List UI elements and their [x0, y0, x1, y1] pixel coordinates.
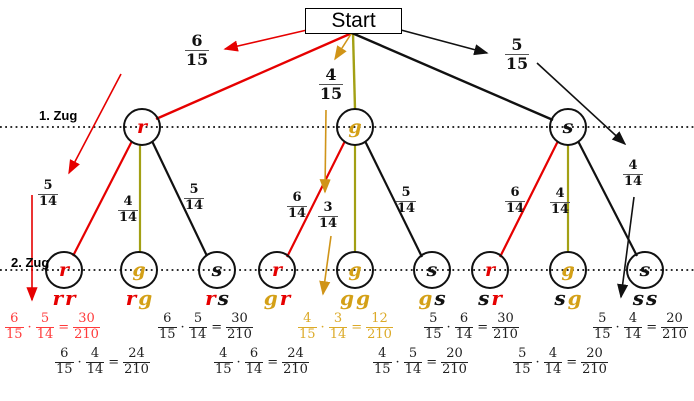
start-label: Start [331, 9, 376, 32]
zug2-label: 2. Zug [11, 255, 50, 270]
node-ss: s [639, 259, 651, 281]
node-rg: g [132, 259, 146, 281]
node-r-level1: r [136, 116, 147, 138]
node-s-level1: s [562, 116, 574, 138]
annotation-arrows-black [400, 29, 635, 299]
node-circles [45, 108, 664, 289]
start-box: Start [305, 8, 402, 34]
annotation-arrows-gold [319, 33, 352, 296]
node-rs: s [211, 259, 223, 281]
node-rr: r [58, 259, 69, 281]
zug1-label: 1. Zug [39, 108, 78, 123]
node-sr: r [484, 259, 495, 281]
node-gg: g [348, 259, 362, 281]
annotation-arrows-red [26, 29, 308, 302]
node-g-level1: g [348, 116, 362, 138]
tree-edges-level2 [72, 140, 638, 258]
node-sg: g [561, 259, 575, 281]
node-gs: s [426, 259, 438, 281]
tree-edges-level1 [155, 31, 554, 122]
node-gr: r [271, 259, 282, 281]
